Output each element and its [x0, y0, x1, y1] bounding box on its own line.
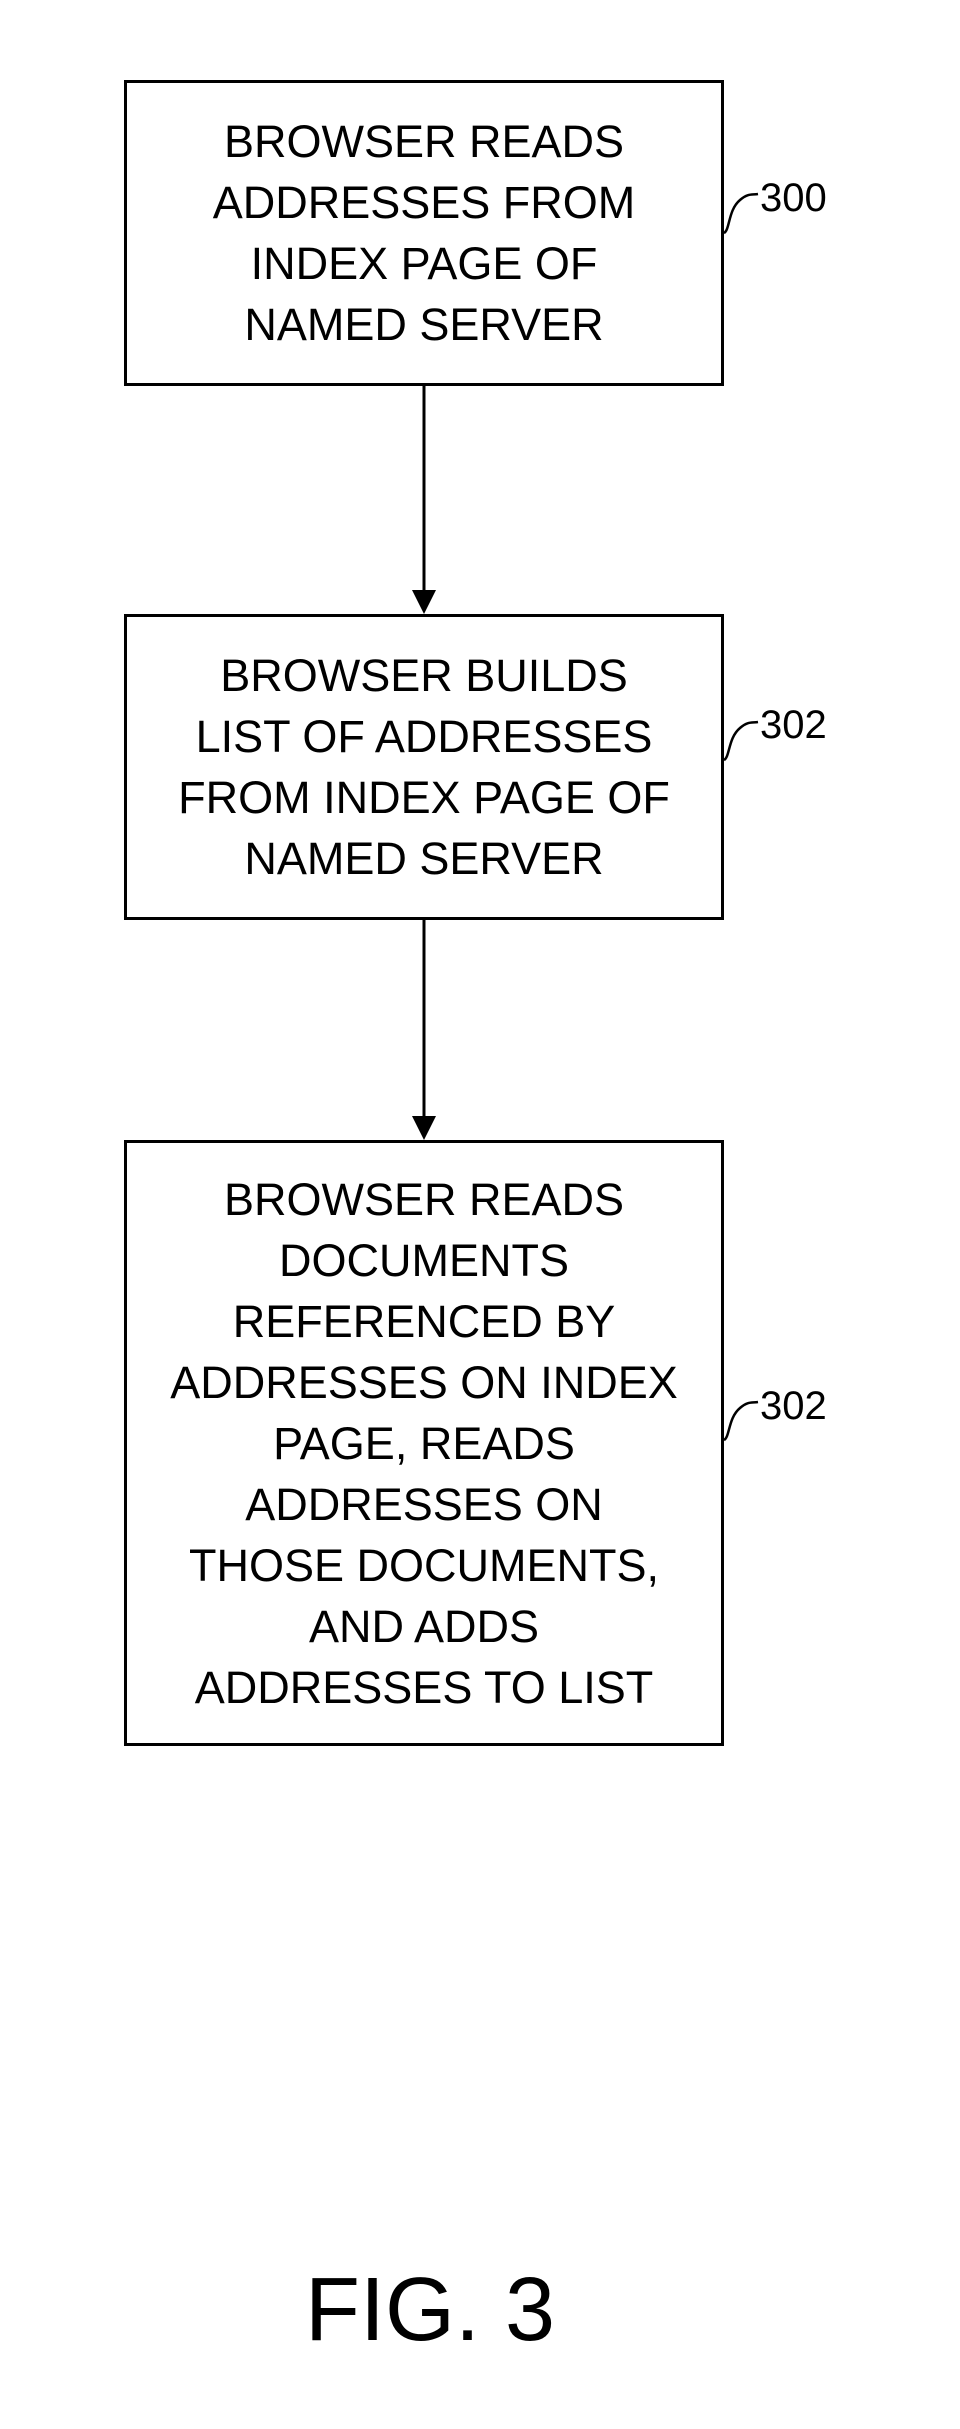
reference-numeral-step2: 302	[760, 705, 827, 745]
process-box-step3: BROWSER READS DOCUMENTS REFERENCED BY AD…	[124, 1140, 724, 1746]
process-box-step2-text: BROWSER BUILDS LIST OF ADDRESSES FROM IN…	[178, 645, 670, 889]
arrow-step2-to-step3	[412, 920, 436, 1140]
reference-numeral-step3: 302	[760, 1386, 827, 1426]
process-box-step1-text: BROWSER READS ADDRESSES FROM INDEX PAGE …	[213, 111, 636, 355]
leader-line-300	[724, 194, 758, 233]
process-box-step2: BROWSER BUILDS LIST OF ADDRESSES FROM IN…	[124, 614, 724, 920]
process-box-step3-text: BROWSER READS DOCUMENTS REFERENCED BY AD…	[170, 1169, 678, 1718]
process-box-step1: BROWSER READS ADDRESSES FROM INDEX PAGE …	[124, 80, 724, 386]
arrow-step1-to-step2	[412, 386, 436, 614]
figure-label: FIG. 3	[0, 2260, 860, 2360]
leader-line-302-b	[724, 1402, 758, 1440]
leader-line-302-a	[724, 722, 758, 760]
reference-numeral-step1: 300	[760, 178, 827, 218]
